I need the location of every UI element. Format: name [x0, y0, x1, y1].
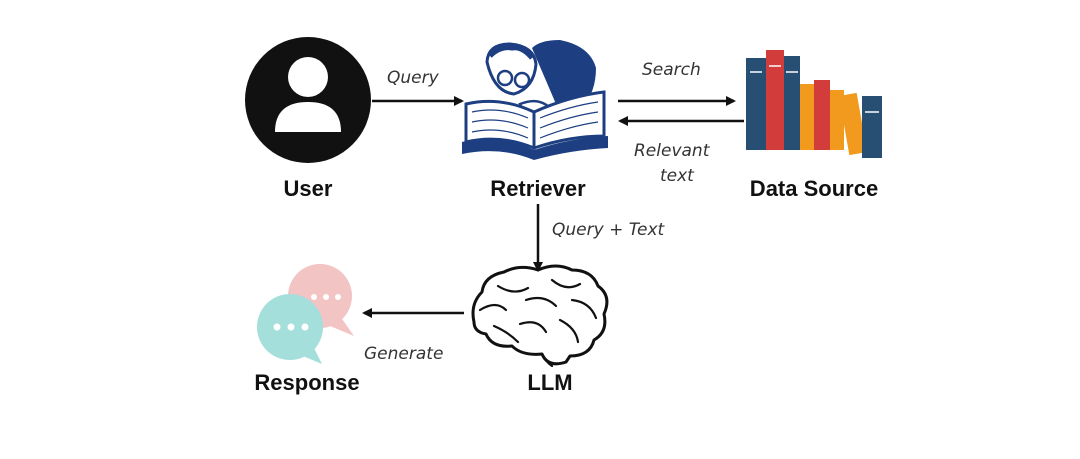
query-plus-text-edge-label: Query + Text: [552, 220, 665, 240]
llm-label: LLM: [527, 370, 573, 395]
generate-edge-label: Generate: [364, 344, 444, 364]
relevant-edge-label-line2: text: [660, 166, 694, 186]
data-source-label: Data Source: [749, 176, 879, 201]
books-icon: [746, 50, 882, 158]
user-label: User: [283, 176, 333, 201]
response-label: Response: [254, 370, 360, 395]
user-avatar-icon: [245, 37, 371, 163]
chat-bubbles-icon: [257, 264, 354, 364]
relevant-edge-label-line1: Relevant: [634, 141, 710, 161]
search-edge-label: Search: [642, 60, 701, 80]
retriever-label: Retriever: [490, 176, 586, 201]
reading-scholar-icon: [462, 40, 608, 160]
query-edge-label: Query: [387, 68, 439, 88]
brain-icon: [471, 264, 609, 368]
